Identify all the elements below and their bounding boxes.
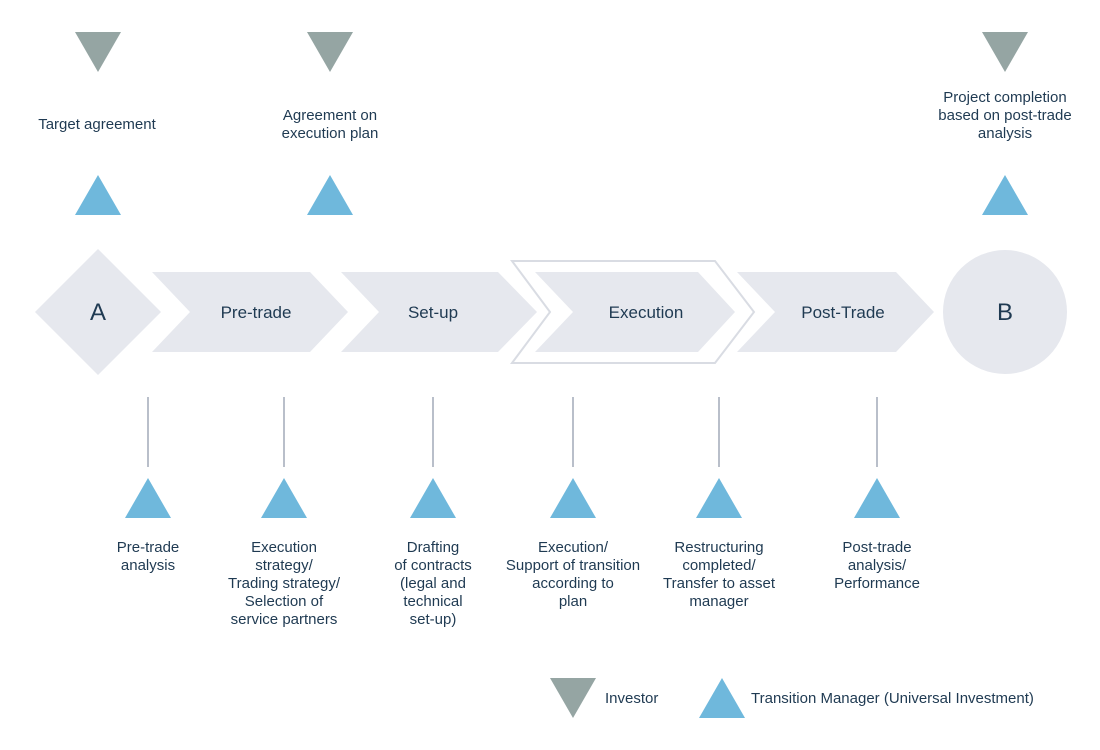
task-label-restructuring: Restructuring completed/ Transfer to ass… [663, 539, 775, 610]
task-label-execution-support: Execution/ Support of transition accordi… [505, 539, 641, 610]
milestone-2-markers [307, 32, 353, 215]
task-2-markers [261, 397, 307, 518]
transition-manager-triangle-up-icon [854, 478, 900, 518]
transition-manager-triangle-up-icon [307, 175, 353, 215]
phase-chevron-pretrade [152, 272, 348, 352]
phase-chevron-execution [535, 272, 735, 352]
task-label-pretrade-analysis: Pre-trade analysis [116, 539, 180, 574]
task-label-drafting-contracts: Drafting of contracts (legal and technic… [394, 539, 472, 628]
investor-triangle-down-icon [75, 32, 121, 72]
milestone-label-target-agreement: Target agreement [38, 116, 156, 133]
transition-manager-triangle-up-icon [982, 175, 1028, 215]
transition-manager-triangle-up-icon [125, 478, 171, 518]
task-label-posttrade-analysis: Post-trade analysis/ Performance [834, 539, 920, 592]
transition-manager-triangle-up-icon [75, 175, 121, 215]
legend-investor-label: Investor [605, 690, 659, 707]
phase-label-execution: Execution [609, 303, 684, 322]
investor-triangle-down-icon [307, 32, 353, 72]
transition-manager-triangle-up-icon [550, 478, 596, 518]
task-4-markers [550, 397, 596, 518]
transition-manager-triangle-up-icon [410, 478, 456, 518]
milestone-3-markers [982, 32, 1028, 215]
legend-investor-icon [550, 678, 596, 718]
task-3-markers [410, 397, 456, 518]
phase-label-pretrade: Pre-trade [221, 303, 292, 322]
phase-label-setup: Set-up [408, 303, 458, 322]
milestone-label-project-completion: Project completion based on post-trade a… [938, 89, 1072, 142]
phase-chevron-setup [341, 272, 537, 352]
end-label: B [997, 299, 1013, 326]
legend-transition-manager-label: Transition Manager (Universal Investment… [751, 690, 1034, 707]
milestone-1-markers [75, 32, 121, 215]
start-diamond [35, 249, 161, 375]
start-label: A [90, 299, 106, 326]
investor-triangle-down-icon [982, 32, 1028, 72]
transition-manager-triangle-up-icon [696, 478, 742, 518]
task-1-markers [125, 397, 171, 518]
phase-label-posttrade: Post-Trade [801, 303, 884, 322]
milestone-label-execution-plan: Agreement on execution plan [281, 107, 379, 142]
task-label-execution-strategy: Execution strategy/ Trading strategy/ Se… [228, 539, 340, 628]
legend-transition-manager-icon [699, 678, 745, 718]
transition-manager-triangle-up-icon [261, 478, 307, 518]
end-circle [943, 250, 1067, 374]
phase-chevron-posttrade [737, 272, 934, 352]
task-6-markers [854, 397, 900, 518]
task-5-markers [696, 397, 742, 518]
